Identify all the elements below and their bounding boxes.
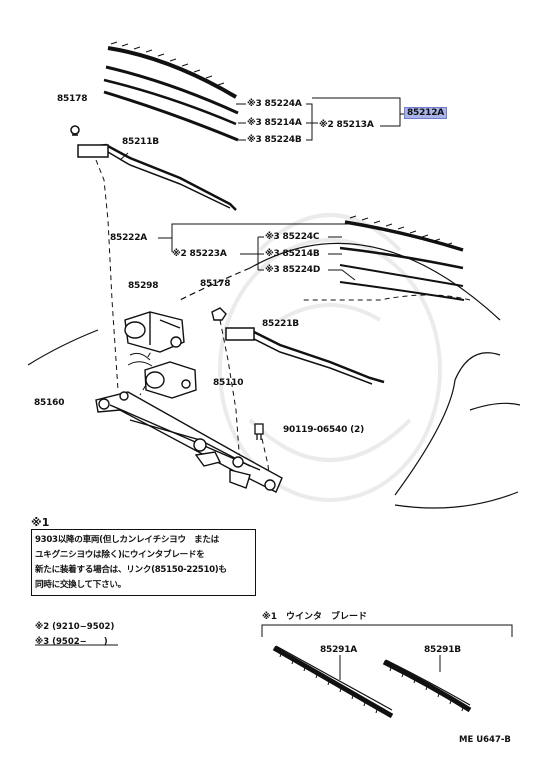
diagram-code: ME U647-B bbox=[459, 735, 511, 745]
label-85224B: ※3 85224B bbox=[247, 135, 302, 145]
motor-85298 bbox=[124, 311, 185, 353]
label-85178-mid: 85178 bbox=[200, 279, 231, 289]
note-line-3: 新たに装着する場合は、リンク(85150-22510)も bbox=[35, 565, 227, 575]
label-85224C: ※3 85224C bbox=[265, 232, 320, 242]
label-85211B: 85211B bbox=[122, 137, 159, 147]
winter-blade-title: ※1 ウインタ ブレード bbox=[262, 612, 368, 622]
windshield-outline bbox=[27, 242, 521, 509]
label-85224D: ※3 85224D bbox=[265, 265, 321, 275]
legend-note-2: ※2 (9210−9502) bbox=[35, 622, 115, 632]
linkage-85160 bbox=[95, 391, 283, 493]
label-85214B: ※3 85214B bbox=[265, 249, 320, 259]
arm-85211B bbox=[70, 125, 237, 211]
label-85221B: 85221B bbox=[262, 319, 299, 329]
mid-blade-assembly bbox=[339, 215, 465, 301]
label-85214A: ※3 85214A bbox=[247, 118, 302, 128]
label-85212A-highlighted[interactable]: 85212A bbox=[404, 107, 448, 119]
note-title: ※1 bbox=[31, 516, 50, 529]
label-85213A: ※2 85213A bbox=[319, 120, 374, 130]
label-85224A: ※3 85224A bbox=[247, 99, 302, 109]
label-85178-top: 85178 bbox=[57, 94, 88, 104]
label-85223A: ※2 85223A bbox=[172, 249, 227, 259]
label-85160: 85160 bbox=[34, 398, 65, 408]
winter-blade-85291B bbox=[382, 659, 472, 713]
label-90119: 90119-06540 (2) bbox=[283, 425, 364, 435]
label-85291A: 85291A bbox=[320, 645, 358, 655]
bolt-90119 bbox=[254, 423, 264, 440]
leader-lines-mid bbox=[158, 223, 356, 281]
note-box: 9303以降の車両(但しカンレイチシヨウ または ユキグニシヨウは除く)にウイン… bbox=[31, 529, 256, 596]
note-line-4: 同時に交換して下さい。 bbox=[35, 580, 126, 590]
leader-lines-top bbox=[236, 97, 404, 141]
note-line-2: ユキグニシヨウは除く)にウインタブレードを bbox=[35, 550, 205, 560]
label-85291B: 85291B bbox=[424, 645, 461, 655]
label-85110: 85110 bbox=[213, 378, 244, 388]
watermark-emblem bbox=[218, 213, 442, 502]
note-line-1: 9303以降の車両(但しカンレイチシヨウ または bbox=[35, 535, 219, 545]
legend-note-3: ※3 (9502− ) bbox=[35, 637, 108, 647]
nut-85178-mid bbox=[211, 307, 227, 321]
arm-85221B bbox=[225, 327, 385, 385]
label-85222A: 85222A bbox=[110, 233, 148, 243]
winter-blade-85291A bbox=[272, 645, 394, 719]
motor-85110 bbox=[127, 352, 197, 399]
label-85298: 85298 bbox=[128, 281, 159, 291]
winter-blade-bracket bbox=[261, 624, 513, 680]
top-blade-assembly bbox=[103, 41, 239, 142]
